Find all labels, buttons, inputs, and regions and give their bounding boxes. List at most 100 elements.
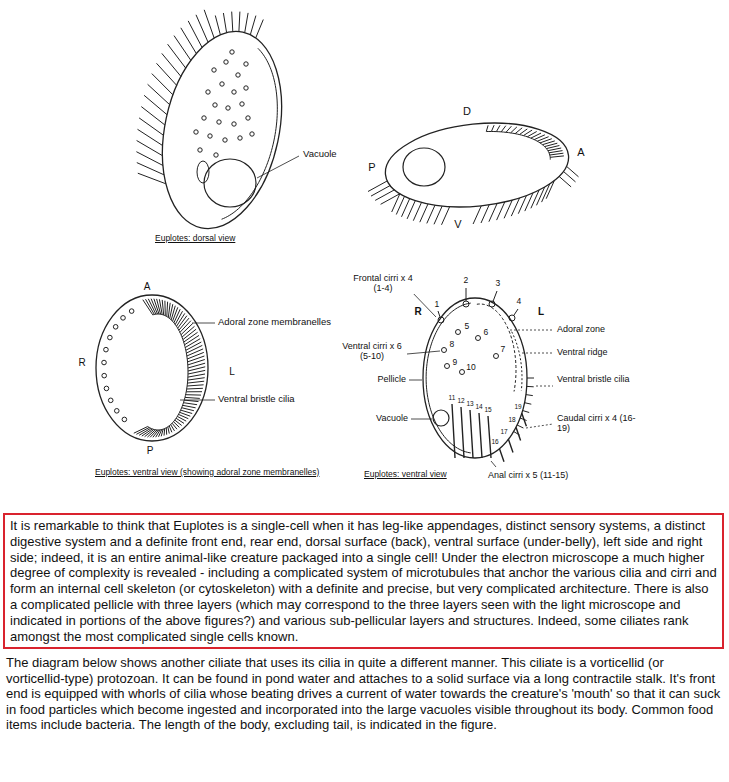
part-label: Ventral bristle cilia [557,374,635,384]
leader-line [536,386,553,387]
part-label: Adoral zone membranelles [218,317,331,328]
granule [198,148,202,152]
callout-number: 9 [453,358,458,368]
part-label: Ventral ridge [557,347,608,357]
granule [114,409,119,414]
ventral-cirrus [460,370,465,375]
cell-outline [145,20,298,239]
body-paragraph: The diagram below shows another ciliate … [6,655,722,733]
vacuole [433,410,449,426]
ventral-cirrus [442,348,447,353]
leader-line [409,380,422,381]
callout-number: 10 [466,363,475,373]
leader-line [411,419,432,420]
granule [104,386,109,391]
callout-number: 6 [484,328,489,338]
granule [202,116,206,120]
callout-number: 5 [465,322,470,332]
ventral-membranelle-figure [96,295,215,441]
cell-outline [381,115,573,216]
orientation-letter: V [454,218,461,231]
cilia [368,166,579,225]
part-label: Ventral cirri x 6 (5-10) [339,341,405,362]
orientation-letter: A [144,281,151,293]
callout-number: 13 [466,400,473,407]
ventral-cirrus [456,330,461,335]
callout-number: 7 [501,345,506,355]
granule [232,90,236,94]
granule [102,360,107,365]
adoral-zone-line [477,304,516,391]
granule [129,309,134,314]
granule [240,102,244,106]
leader-line [407,351,440,354]
bristle-cilia [514,378,534,435]
frontal-cirrus [463,301,469,307]
part-label: Pellicle [378,374,407,384]
callout-number: 14 [475,403,482,410]
ventral-cirri-figure [407,288,553,467]
membranelles [486,125,564,157]
granule [244,86,248,90]
granule [212,68,216,72]
membranelle-edge [148,314,188,430]
leader-line [522,353,553,354]
frontal-cirri-stubs [438,288,518,317]
granule [102,373,107,378]
callout-number: 8 [450,340,455,350]
orientation-letter: D [463,105,471,118]
frontal-cirrus [489,301,495,307]
orientation-letter: L [538,306,544,318]
orientation-letter: P [368,161,375,174]
ventral-cirrus [445,364,450,369]
orientation-letter: L [229,366,235,378]
orientation-letter: P [147,445,154,457]
granule [220,82,224,86]
side-view-figure [368,115,579,225]
part-label: Ventral bristle cilia [218,394,295,405]
orientation-letter: A [577,146,584,159]
granule [206,90,210,94]
cell-outline [423,298,527,458]
callout-number: 1 [435,300,440,310]
granule [194,130,198,134]
callout-number: 16 [491,438,498,445]
dorsal-view-figure [136,10,299,240]
granule [232,122,236,126]
part-label: Frontal cirri x 4 (1-4) [350,273,416,294]
granule [238,136,242,140]
granule [226,106,230,110]
granule [217,120,221,124]
callout-number: 3 [496,279,501,289]
part-label: Caudal cirri x 4 (16-19) [557,413,639,434]
pellicle-line [222,48,278,219]
part-label: Adoral zone [557,324,605,334]
granule [108,398,113,403]
box-text: It is remarkable to think that Euplotes … [10,518,717,644]
part-label: Vacuole [376,413,408,423]
leader-line [257,156,299,178]
callout-number: 12 [457,397,464,404]
granule [108,335,113,340]
callout-number: 18 [508,416,515,423]
frontal-cirrus [509,315,515,321]
part-label: Anal cirri x 5 (11-15) [488,470,568,480]
callout-number: 15 [484,406,491,413]
vacuole [204,159,256,207]
caudal-cirri [499,413,526,462]
granule [230,50,234,54]
granule [246,116,250,120]
granule [214,153,218,157]
leader-line [180,400,215,401]
part-label: Vacuole [303,149,337,160]
orientation-letter: R [78,357,85,369]
adoral-zone-line [486,131,550,159]
ventral-ridge-line [512,332,522,391]
granule [208,134,212,138]
text-box: It is remarkable to think that Euplotes … [3,513,724,649]
figure-caption: Euplotes: ventral view [364,470,447,480]
membranelles [134,299,205,438]
figure-caption: Euplotes: dorsal view [155,234,235,244]
leader-line [491,461,496,467]
small-vacuole [197,161,209,183]
